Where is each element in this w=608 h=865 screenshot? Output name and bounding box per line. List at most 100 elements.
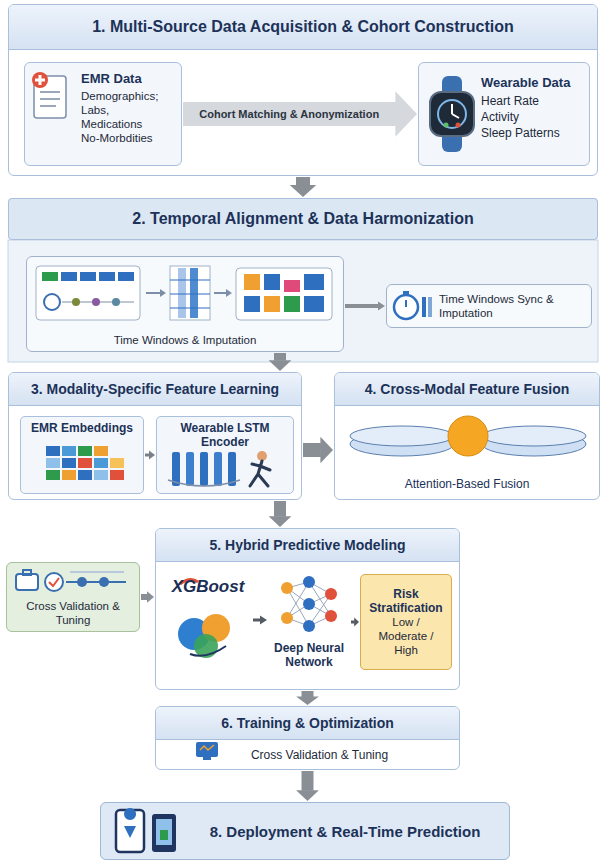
node-text: Low / Moderate / High	[367, 615, 445, 657]
node-title: 4. Cross-Modal Feature Fusion	[335, 373, 599, 406]
network-figure	[281, 576, 337, 632]
node-title: 2. Temporal Alignment & Data Harmonizati…	[132, 210, 473, 228]
arrow-head	[296, 790, 319, 801]
connector	[290, 177, 317, 197]
arrow-head	[320, 437, 333, 464]
process-box: EMR Embeddings	[20, 416, 144, 494]
connector-shaft	[183, 102, 396, 126]
node-title: EMR Data	[81, 71, 142, 86]
stopwatch-icon	[394, 291, 432, 319]
section-backdrop	[8, 240, 598, 362]
node-title: Wearable Data	[481, 75, 570, 90]
arrow-head	[378, 302, 385, 311]
device-icons	[116, 808, 176, 852]
node-text: Medications	[81, 117, 142, 131]
connector-shaft	[141, 594, 148, 600]
connector	[141, 591, 154, 602]
arrow-head	[147, 591, 154, 602]
box-fill	[24, 62, 182, 166]
connector	[351, 618, 359, 627]
node-title: 1. Multi-Source Data Acquisition & Cohor…	[9, 5, 597, 50]
stage-panel: 3. Modality-Specific Feature LearningEMR…	[8, 372, 302, 500]
emr-icon	[32, 72, 66, 118]
source-box: Wearable DataHeart RateActivitySleep Pat…	[418, 62, 590, 166]
arrow-head	[269, 360, 292, 371]
box-fill	[8, 372, 302, 500]
connector-shaft	[274, 353, 286, 361]
side-box: Cross Validation & Tuning	[6, 562, 140, 632]
node-text: Cross Validation & Tuning	[156, 748, 459, 762]
node-text: Labs,	[81, 103, 109, 117]
node-title: Time Windows Sync & Imputation	[439, 292, 585, 320]
process-box: Time Windows & Imputation	[26, 256, 344, 352]
node-title: EMR Embeddings	[31, 421, 133, 435]
box-fill	[8, 198, 598, 240]
box-fill	[386, 284, 592, 328]
connector	[296, 691, 319, 705]
connector-shaft	[253, 619, 261, 622]
box-fill	[6, 562, 140, 632]
node-title: Wearable LSTM Encoder	[161, 421, 289, 449]
node-text: No-Morbdities	[81, 131, 153, 145]
lstm-figure	[168, 451, 270, 486]
box-fill	[156, 416, 294, 494]
node-title: 3. Modality-Specific Feature Learning	[9, 373, 301, 406]
node-text: Activity	[481, 109, 519, 125]
node-title: 5. Hybrid Predictive Modeling	[156, 529, 459, 562]
stage-panel: 5. Hybrid Predictive ModelingXGBoostDeep…	[155, 528, 460, 690]
node-text: Demographics;	[81, 89, 158, 103]
connector-shaft	[274, 501, 286, 517]
box-fill	[100, 802, 510, 860]
connector-shaft	[296, 177, 310, 186]
process-box: Time Windows Sync & Imputation	[386, 284, 592, 328]
deploy-box: 8. Deployment & Real-Time Prediction	[100, 802, 510, 860]
output-box: Risk StratificationLow / Moderate / High	[360, 574, 452, 670]
connector	[253, 616, 267, 625]
box-fill	[155, 706, 460, 770]
box-fill	[334, 372, 600, 500]
box-fill	[20, 416, 144, 494]
node-title: 6. Training & Optimization	[156, 707, 459, 740]
node-text: Sleep Patterns	[481, 125, 560, 141]
arrow-head	[354, 618, 359, 627]
connector	[269, 501, 292, 527]
monitor-icon	[196, 742, 218, 760]
connector-shaft	[345, 304, 379, 308]
box-fill	[418, 62, 590, 166]
arrow-head	[149, 451, 155, 460]
box-fill	[8, 4, 598, 176]
box-fill	[360, 574, 452, 670]
source-box: EMR DataDemographics;Labs,MedicationsNo-…	[24, 62, 182, 166]
model-box: Deep Neural Network	[268, 572, 350, 673]
edge-label: Cohort Matching & Anonymization	[196, 107, 382, 121]
time-window-figure	[36, 266, 332, 320]
connector-shaft	[302, 771, 314, 791]
embedding-grid	[46, 446, 124, 480]
stage-panel: 6. Training & OptimizationCross Validati…	[155, 706, 460, 770]
connector	[303, 437, 333, 464]
watch-icon	[430, 76, 474, 152]
stage-panel: 1. Multi-Source Data Acquisition & Cohor…	[8, 4, 598, 176]
node-title: Deep Neural Network	[272, 641, 346, 669]
arrow-head	[260, 616, 267, 625]
process-box: Wearable LSTM Encoder	[156, 416, 294, 494]
node-title: Risk Stratification	[367, 587, 445, 615]
arrow-head	[269, 516, 292, 527]
arrow-head	[296, 697, 319, 705]
node-text: Heart Rate	[481, 93, 539, 109]
connector-shaft	[302, 691, 314, 697]
connector-shaft	[145, 454, 150, 457]
node-text: Attention-Based Fusion	[335, 477, 599, 491]
connector	[145, 451, 155, 460]
node-title: Time Windows & Imputation	[114, 333, 257, 347]
connector	[345, 302, 385, 311]
connector	[183, 91, 417, 137]
node-title: Cross Validation & Tuning	[11, 599, 135, 627]
box-fill	[26, 256, 344, 352]
arrow-head	[290, 185, 317, 197]
validation-icons	[16, 570, 126, 591]
node-title: XGBoost	[172, 577, 245, 597]
stage-band: 2. Temporal Alignment & Data Harmonizati…	[8, 198, 598, 240]
connector-shaft	[303, 443, 321, 457]
